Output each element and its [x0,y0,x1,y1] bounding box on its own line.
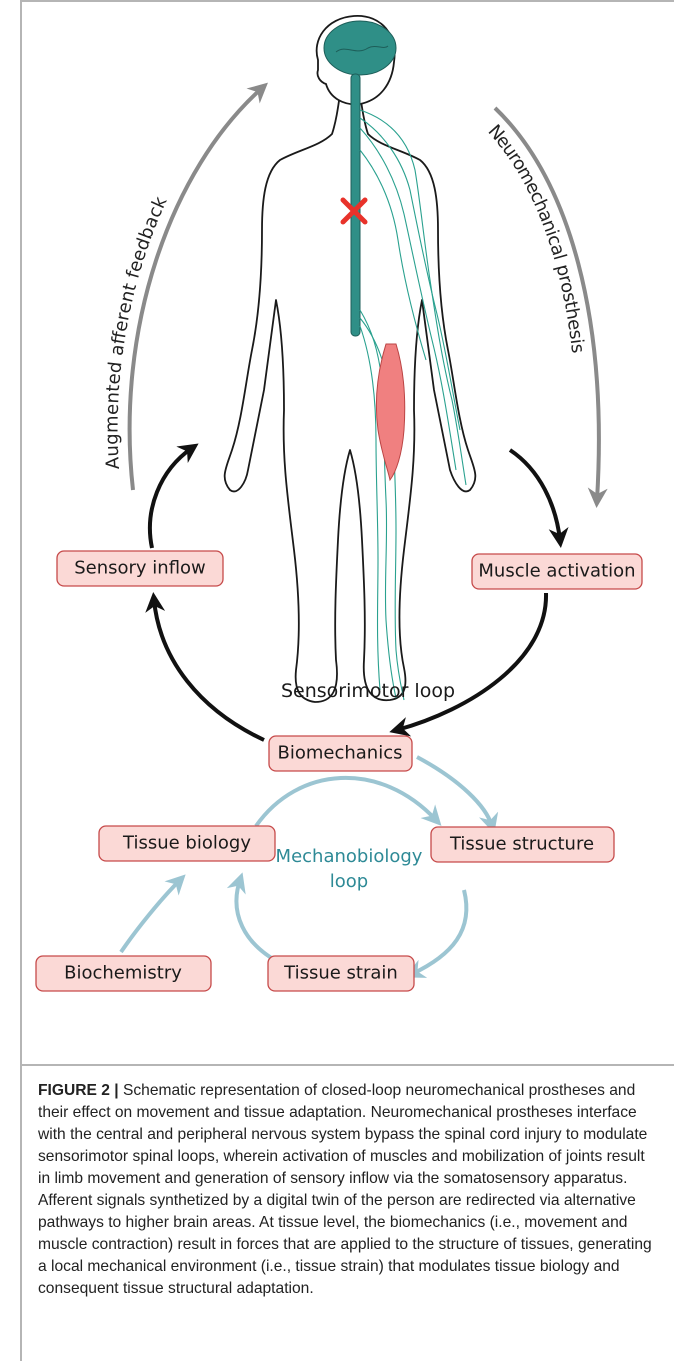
sensory-inflow-label: Sensory inflow [74,558,206,579]
biomechanics-label: Biomechanics [278,743,403,764]
tissue-structure-box: Tissue structure [431,827,614,862]
structure-to-strain-arrow [412,890,466,974]
tissue-biology-label: Tissue biology [122,833,251,854]
biochemistry-box: Biochemistry [36,956,211,991]
figure-caption: FIGURE 2 | Schematic representation of c… [38,1080,656,1300]
tissue-biology-box: Tissue biology [99,826,275,861]
caption-rule [20,1064,674,1066]
tissue-strain-box: Tissue strain [268,956,414,991]
figure-caption-label: FIGURE 2 | [38,1082,119,1099]
frame-left-rule [20,0,22,1361]
body-outline [225,94,476,702]
biochemistry-to-biology-arrow [121,880,180,952]
biology-to-structure-arrow [256,778,436,826]
muscle-activation-box: Muscle activation [472,554,642,589]
sensory-inflow-box: Sensory inflow [57,551,223,586]
diagram-svg: Augmented afferent feedback Neuromechani… [0,0,674,1060]
muscle-to-biomechanics-arrow [397,593,546,730]
biochemistry-label: Biochemistry [64,963,182,984]
prosthesis-to-muscle-arrow [510,450,560,540]
figure-caption-text: Schematic representation of closed-loop … [38,1082,652,1297]
tissue-structure-label: Tissue structure [449,834,594,855]
biomechanics-box: Biomechanics [269,736,412,771]
tissue-strain-label: Tissue strain [283,963,398,984]
brain-icon [324,21,396,75]
sensory-to-afferent-arrow [150,448,192,548]
strain-to-biology-arrow [236,880,288,967]
frame-top-rule [20,0,674,2]
biomechanics-to-sensory-arrow [154,600,264,740]
sensorimotor-loop-label: Sensorimotor loop [281,680,455,702]
muscle-activation-label: Muscle activation [478,561,635,582]
biomechanics-to-structure-arrow [417,757,492,826]
human-body-figure [225,16,476,702]
mechanobiology-label-line1: Mechanobiology [276,846,423,867]
mechanobiology-label-line2: loop [330,871,368,892]
